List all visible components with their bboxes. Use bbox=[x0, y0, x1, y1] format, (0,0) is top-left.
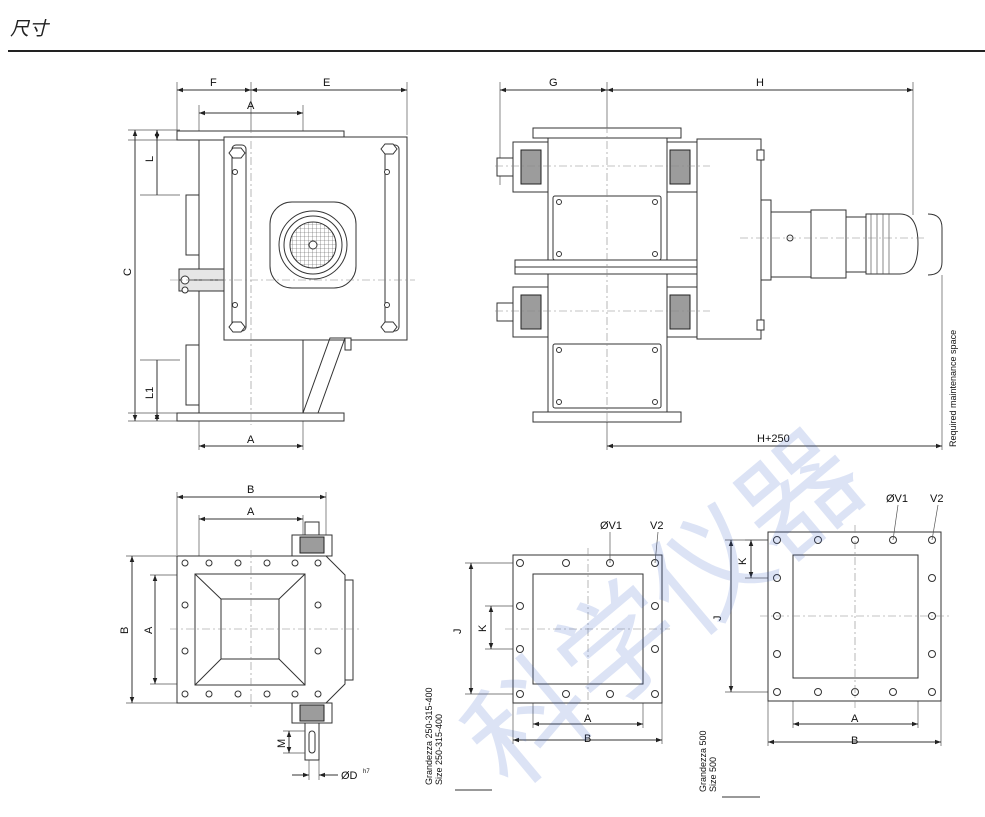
header-rule bbox=[8, 50, 985, 52]
dim-f: F bbox=[210, 77, 217, 89]
small-flange-bolt-holes bbox=[516, 559, 659, 698]
dim-m: M bbox=[276, 739, 288, 748]
dim-a-small: A bbox=[584, 713, 592, 725]
dim-j-small: J bbox=[452, 629, 464, 635]
dim-k-small: K bbox=[477, 624, 489, 632]
dim-a-top: A bbox=[247, 100, 255, 112]
dim-g: G bbox=[549, 77, 558, 89]
dim-e: E bbox=[323, 77, 330, 89]
dim-b-small: B bbox=[584, 733, 591, 745]
dim-v2-small: V2 bbox=[650, 520, 663, 532]
maintenance-note: Required maintenance space bbox=[948, 330, 958, 447]
dim-j-large: J bbox=[712, 616, 724, 622]
dim-b-top: B bbox=[247, 484, 254, 496]
dim-a-large: A bbox=[851, 713, 859, 725]
front-view bbox=[128, 82, 415, 450]
dim-k-large: K bbox=[737, 557, 749, 565]
dim-d-tolerance: h7 bbox=[363, 769, 370, 775]
dim-a-top-view: A bbox=[247, 506, 255, 518]
dim-v1-small: ØV1 bbox=[600, 520, 622, 532]
dim-l: L bbox=[144, 156, 156, 162]
dim-b-large: B bbox=[851, 735, 858, 747]
dim-c: C bbox=[122, 268, 134, 276]
size-note-it-large: Grandezza 500 bbox=[698, 730, 708, 792]
top-view bbox=[126, 492, 360, 780]
flange-view-large bbox=[722, 504, 950, 798]
size-note-en-large: Size 500 bbox=[708, 757, 718, 792]
page-title: 尺寸 bbox=[10, 18, 49, 40]
flange-bolt-holes bbox=[181, 559, 322, 698]
dim-l1: L1 bbox=[144, 387, 156, 399]
dim-a-bottom: A bbox=[247, 434, 255, 446]
dim-d: ØD bbox=[341, 770, 358, 782]
size-note-en-small: Size 250-315-400 bbox=[434, 714, 444, 785]
dim-a-side: A bbox=[143, 626, 155, 634]
dim-h: H bbox=[756, 77, 764, 89]
size-note-it-small: Grandezza 250-315-400 bbox=[424, 687, 434, 785]
dim-v2-large: V2 bbox=[930, 493, 943, 505]
side-view bbox=[495, 82, 943, 450]
flange-view-small bbox=[455, 531, 670, 791]
dim-b-side: B bbox=[119, 627, 131, 634]
dim-h-plus-250: H+250 bbox=[757, 433, 790, 445]
dim-v1-large: ØV1 bbox=[886, 493, 908, 505]
large-flange-bolt-holes bbox=[773, 536, 936, 696]
